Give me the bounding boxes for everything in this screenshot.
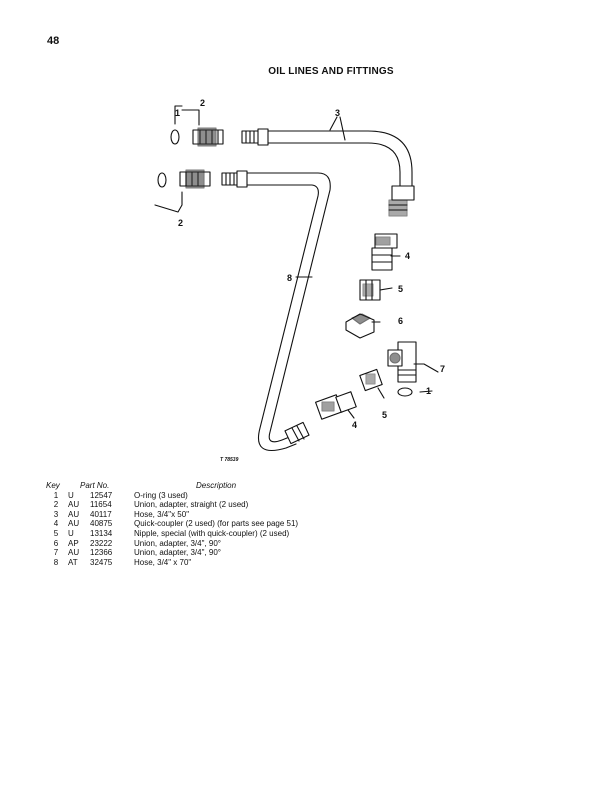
hose-8-upper-fitting xyxy=(221,170,248,188)
row-key: 6 xyxy=(53,538,59,548)
hose-3-fitting xyxy=(241,128,269,146)
callout-4-lower: 4 xyxy=(352,420,357,430)
parts-table: Key Part No. Description 1 U 12547 O-rin… xyxy=(46,481,298,567)
row-part-prefix: AU xyxy=(68,509,80,519)
row-description: Union, adapter, straight (2 used) xyxy=(134,500,249,510)
table-row: 2 AU 11654 Union, adapter, straight (2 u… xyxy=(46,500,298,510)
row-part-number: 40875 xyxy=(90,519,113,529)
row-description: Hose, 3/4" x 70" xyxy=(134,557,192,567)
nipple-lower xyxy=(359,368,383,392)
row-part-prefix: AT xyxy=(68,557,78,567)
header-key: Key xyxy=(46,481,60,490)
callout-3: 3 xyxy=(335,108,340,118)
callout-5-lower: 5 xyxy=(382,410,387,420)
row-part-prefix: AU xyxy=(68,500,80,510)
page-title: OIL LINES AND FITTINGS xyxy=(268,66,394,77)
quick-coupler-upper xyxy=(371,233,398,271)
row-description: Hose, 3/4"x 50" xyxy=(134,509,190,519)
row-key: 5 xyxy=(53,528,59,538)
row-part-number: 32475 xyxy=(90,557,113,567)
row-description: O-ring (3 used) xyxy=(134,490,188,500)
header-part-no: Part No. xyxy=(80,481,110,490)
table-row: 1 U 12547 O-ring (3 used) xyxy=(46,491,298,501)
quick-coupler-lower xyxy=(315,391,357,420)
row-part-prefix: U xyxy=(68,490,74,500)
nipple-upper xyxy=(359,279,381,301)
row-part-number: 23222 xyxy=(90,538,113,548)
header-description: Description xyxy=(196,481,237,490)
row-part-prefix: U xyxy=(68,528,74,538)
row-description: Nipple, special (with quick-coupler) (2 … xyxy=(134,528,290,538)
row-description: Union, adapter, 3/4", 90° xyxy=(134,538,221,548)
table-row: 5 U 13134 Nipple, special (with quick-co… xyxy=(46,529,298,539)
parts-table-header: Key Part No. Description xyxy=(46,481,298,491)
callout-1-upper: 1 xyxy=(175,108,180,118)
row-key: 3 xyxy=(53,509,59,519)
hose-3-lower-fitting xyxy=(388,185,415,217)
row-part-prefix: AP xyxy=(68,538,79,548)
union-adapter-90-7 xyxy=(387,341,417,383)
table-row: 4 AU 40875 Quick-coupler (2 used) (for p… xyxy=(46,519,298,529)
table-row: 8 AT 32475 Hose, 3/4" x 70" xyxy=(46,558,298,568)
o-ring-upper xyxy=(170,129,180,145)
row-part-number: 12366 xyxy=(90,548,113,558)
row-key: 1 xyxy=(53,490,59,500)
row-key: 2 xyxy=(53,500,59,510)
hose-3 xyxy=(267,130,413,189)
hose-8 xyxy=(246,172,331,443)
row-description: Quick-coupler (2 used) (for parts see pa… xyxy=(134,519,299,529)
row-part-number: 13134 xyxy=(90,528,113,538)
exploded-parts-diagram: 1 2 2 3 4 5 6 7 1 5 4 8 T 78539 xyxy=(154,98,445,463)
callout-8: 8 xyxy=(287,273,292,283)
callout-4-upper: 4 xyxy=(405,251,410,261)
table-row: 6 AP 23222 Union, adapter, 3/4", 90° xyxy=(46,539,298,549)
row-key: 7 xyxy=(53,548,59,558)
callout-2-upper: 2 xyxy=(200,98,205,108)
callout-2-lower: 2 xyxy=(178,218,183,228)
callout-6: 6 xyxy=(398,316,403,326)
row-part-number: 11654 xyxy=(90,500,112,510)
row-part-prefix: AU xyxy=(68,519,80,529)
union-adapter-lower xyxy=(179,169,211,189)
page-number: 48 xyxy=(47,35,60,47)
callout-5-upper: 5 xyxy=(398,284,403,294)
union-adapter-90-6 xyxy=(345,313,375,339)
row-part-number: 12547 xyxy=(90,490,113,500)
row-description: Union, adapter, 3/4", 90° xyxy=(134,548,221,558)
o-ring-right xyxy=(397,387,413,397)
table-row: 7 AU 12366 Union, adapter, 3/4", 90° xyxy=(46,548,298,558)
row-key: 4 xyxy=(53,519,59,529)
hose-8-lower-fitting xyxy=(284,421,310,445)
row-part-prefix: AU xyxy=(68,548,80,558)
union-adapter-upper xyxy=(192,127,224,147)
figure-id: T 78539 xyxy=(220,457,239,463)
table-row: 3 AU 40117 Hose, 3/4"x 50" xyxy=(46,510,298,520)
callout-1-right: 1 xyxy=(426,386,431,396)
callout-7: 7 xyxy=(440,364,445,374)
o-ring-left xyxy=(157,172,167,188)
row-part-number: 40117 xyxy=(90,509,112,519)
row-key: 8 xyxy=(53,557,59,567)
